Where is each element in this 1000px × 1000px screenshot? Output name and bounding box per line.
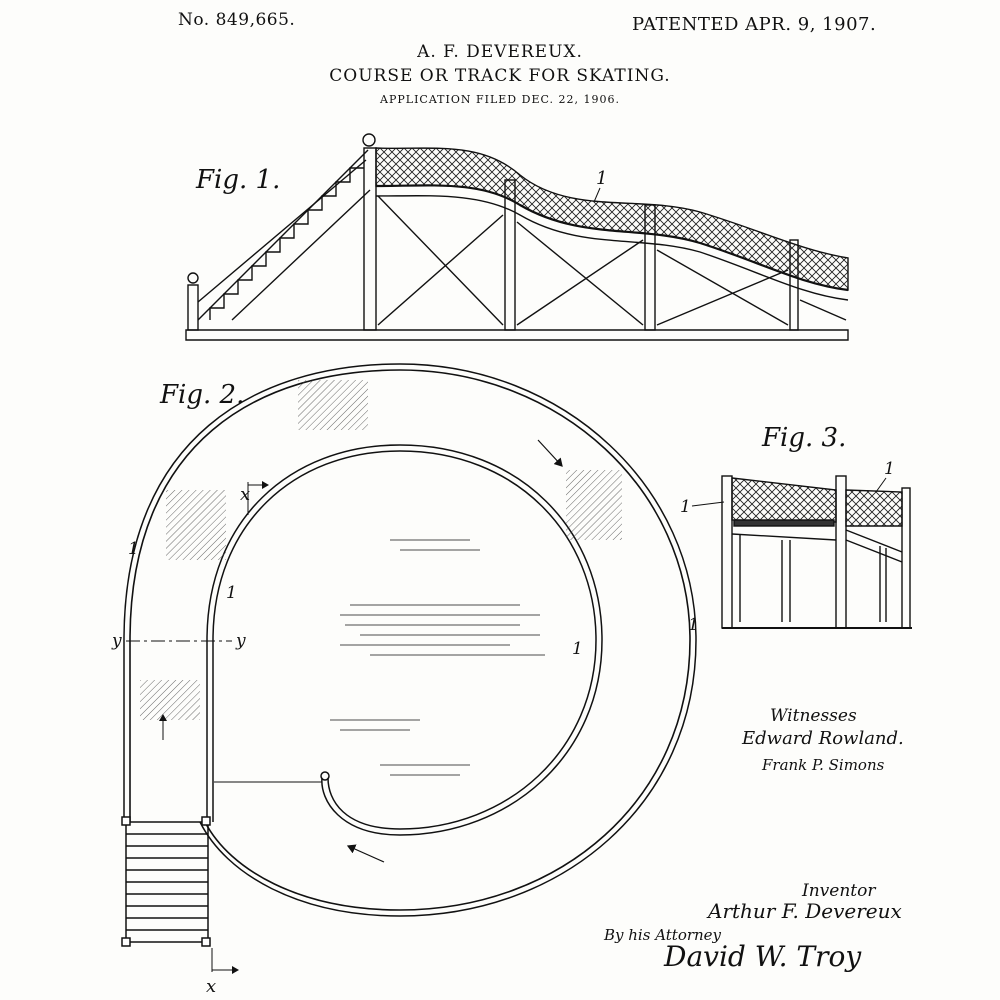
fig1-ref-1: 1 (596, 168, 607, 189)
patent-title: COURSE OR TRACK FOR SKATING. (329, 66, 671, 86)
fig2-section-y-left: y (111, 631, 122, 651)
attorney-signature: David W. Troy (663, 940, 862, 973)
fig1-label: Fig. 1. (195, 165, 280, 195)
fig2-entry-stairs (121, 816, 211, 947)
witness-1-signature: Edward Rowland. (741, 728, 904, 749)
attorney-prefix: By his Attorney (603, 926, 722, 944)
fig2-ref-outer-left: 1 (128, 539, 139, 559)
fig2-ref-inner-right: 1 (572, 639, 583, 659)
witness-2-signature: Frank P. Simons (761, 756, 885, 774)
fig3-cross-section (721, 475, 912, 629)
application-filed: APPLICATION FILED DEC. 22, 1906. (380, 93, 620, 106)
fig2-label: Fig. 2. (159, 380, 244, 410)
patent-number: No. 849,665. (178, 10, 296, 30)
fig3-ref-right: 1 (884, 459, 895, 479)
fig1-mesh-railing (375, 147, 849, 291)
fig1-staircase (197, 149, 371, 321)
inventor-heading: Inventor (801, 881, 876, 901)
fig3-ref-left: 1 (680, 497, 691, 517)
fig2-section-x-bottom: x (206, 976, 216, 997)
fig2-shading (140, 380, 622, 776)
patent-date: PATENTED APR. 9, 1907. (632, 14, 877, 35)
fig2-ref-inner-left: 1 (226, 583, 237, 603)
fig1-skating-track-elevation (185, 133, 849, 341)
fig2-circular-track-plan (121, 363, 697, 974)
inventor-name: A. F. DEVEREUX. (417, 42, 583, 62)
fig2-section-y-right: y (235, 631, 246, 651)
fig2-section-x-top: x (240, 484, 250, 505)
fig2-ref-outer-right: 1 (688, 615, 699, 635)
inventor-signature: Arthur F. Devereux (706, 899, 902, 923)
fig3-label: Fig. 3. (761, 423, 846, 453)
witnesses-heading: Witnesses (770, 706, 857, 726)
